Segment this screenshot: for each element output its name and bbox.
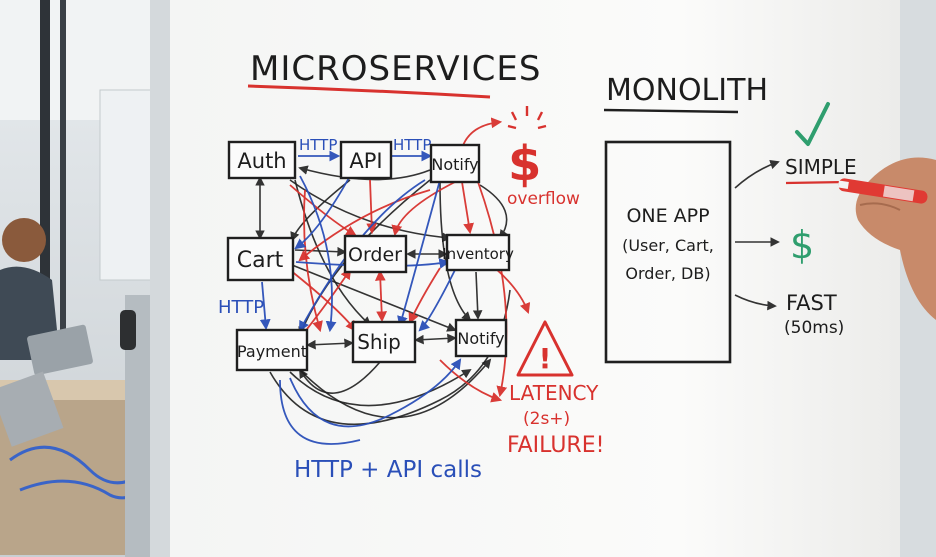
http-label-cart-payment: HTTP bbox=[218, 297, 264, 318]
service-label-inventory: Inventory bbox=[442, 245, 514, 263]
benefit-arrows bbox=[734, 159, 780, 311]
cost-overflow: $ overflow bbox=[507, 106, 580, 209]
hand-with-marker bbox=[837, 157, 936, 320]
failure-label: FAILURE! bbox=[507, 433, 604, 458]
service-box-auth: Auth bbox=[227, 140, 297, 180]
monolith-underline bbox=[603, 108, 739, 114]
service-label-api: API bbox=[349, 149, 382, 173]
latency-warning: ! LATENCY (2s+) FAILURE! bbox=[507, 320, 604, 458]
monolith-line-2: (User, Cart, bbox=[622, 236, 714, 255]
latency-value: (2s+) bbox=[523, 409, 570, 429]
monolith-line-1: ONE APP bbox=[626, 205, 709, 227]
service-label-order: Order bbox=[348, 244, 402, 266]
warning-exclamation: ! bbox=[539, 342, 552, 375]
bottom-caption: HTTP + API calls bbox=[294, 457, 482, 483]
monolith-line-3: Order, DB) bbox=[625, 264, 710, 283]
service-box-inventory: Inventory bbox=[442, 233, 514, 272]
latency-label: LATENCY bbox=[509, 381, 599, 405]
microservices-title: MICROSERVICES bbox=[250, 49, 541, 89]
service-label-notify-bottom: Notify bbox=[457, 329, 504, 348]
service-box-api: API bbox=[339, 140, 393, 180]
service-box-cart: Cart bbox=[226, 236, 295, 282]
benefit-fast: FAST bbox=[786, 291, 837, 315]
benefit-fast-value: (50ms) bbox=[784, 318, 844, 338]
service-box-notify-bottom: Notify bbox=[454, 318, 508, 358]
laptop-icon bbox=[27, 324, 93, 376]
benefit-simple: SIMPLE bbox=[785, 155, 857, 179]
service-connections bbox=[255, 117, 531, 445]
service-label-cart: Cart bbox=[237, 248, 284, 273]
service-label-ship: Ship bbox=[357, 330, 401, 354]
service-box-notify-top: Notify bbox=[429, 143, 481, 184]
monolith-box: ONE APP (User, Cart, Order, DB) bbox=[604, 140, 732, 364]
service-box-ship: Ship bbox=[351, 320, 417, 364]
http-label-auth-api: HTTP bbox=[299, 136, 337, 154]
sparkle-icon bbox=[507, 106, 547, 130]
service-label-auth: Auth bbox=[237, 149, 286, 173]
monolith-title: MONOLITH bbox=[606, 73, 768, 108]
http-label-api-notify: HTTP bbox=[393, 136, 431, 154]
person-head-icon bbox=[2, 218, 46, 262]
service-label-payment: Payment bbox=[237, 342, 307, 361]
warning-triangle-icon bbox=[516, 320, 574, 377]
benefit-dollar-green: $ bbox=[790, 223, 814, 267]
checkmark-icon bbox=[795, 102, 830, 146]
microservices-underline bbox=[247, 84, 491, 99]
dollar-sign-red: $ bbox=[508, 136, 541, 192]
simple-underline bbox=[785, 180, 847, 185]
overflow-label: overflow bbox=[507, 189, 580, 209]
service-box-order: Order bbox=[343, 234, 408, 274]
service-label-notify-top: Notify bbox=[431, 155, 478, 174]
service-box-payment: Payment bbox=[235, 328, 309, 372]
